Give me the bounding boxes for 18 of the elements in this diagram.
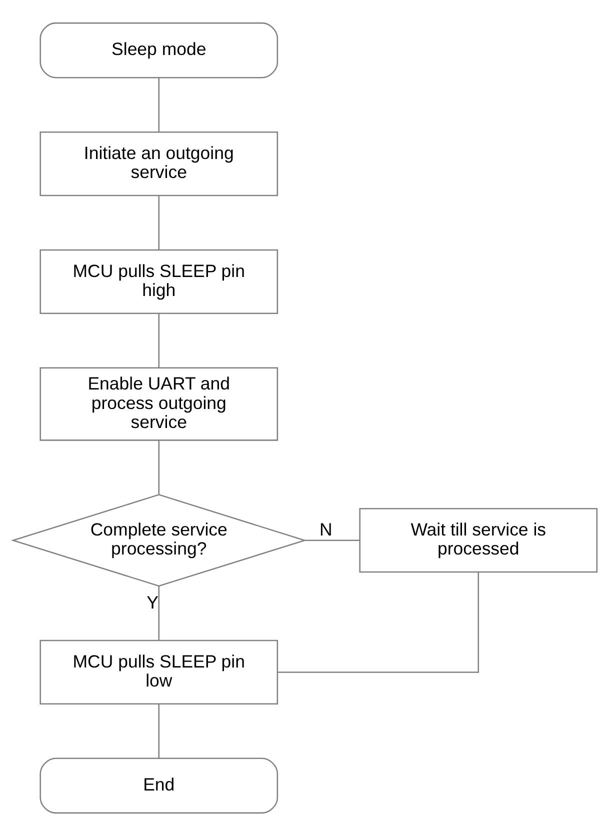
node-box: Initiate an outgoing service	[40, 131, 278, 196]
edge-label: Y	[146, 592, 158, 612]
node-diamond: Complete service processing?	[10, 494, 307, 587]
connector	[305, 540, 360, 541]
node-box: Sleep mode	[40, 22, 278, 78]
node-box: MCU pulls SLEEP pin high	[40, 249, 278, 314]
node-box: End	[40, 758, 278, 814]
connector	[158, 314, 160, 368]
connector	[158, 196, 160, 250]
connector	[278, 572, 479, 673]
connector	[158, 704, 160, 758]
node-box: Enable UART and process outgoing service	[40, 367, 278, 441]
edge-label: N	[320, 520, 332, 540]
connector	[158, 440, 160, 494]
connector	[158, 78, 160, 132]
connector	[158, 586, 160, 640]
node-box: Wait till service is processed	[359, 508, 598, 573]
node-box: MCU pulls SLEEP pin low	[40, 640, 278, 705]
